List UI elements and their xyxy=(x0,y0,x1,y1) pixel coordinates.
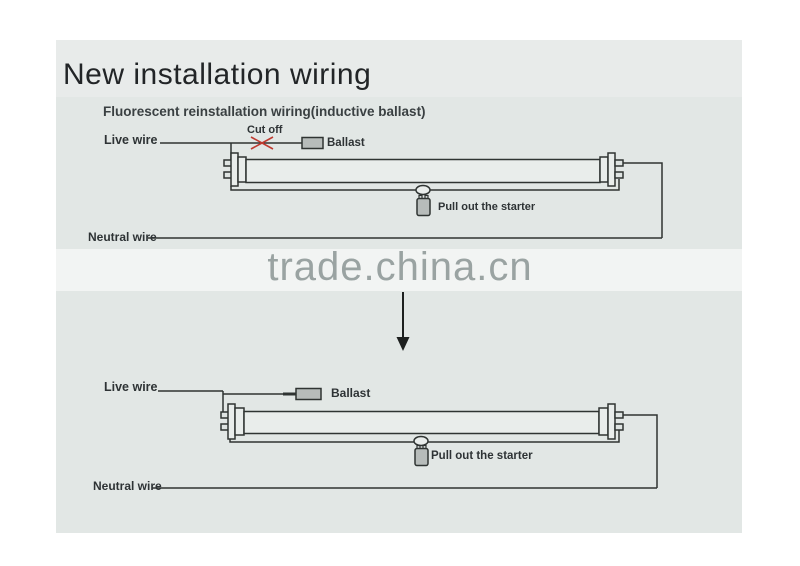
tube-end-cap-left-top xyxy=(230,152,239,187)
bottom-live-wire-label: Live wire xyxy=(104,380,158,394)
top-ballast-label: Ballast xyxy=(327,137,365,149)
top-ballast-box xyxy=(301,136,324,150)
diagram-subtitle: Fluorescent reinstallation wiring(induct… xyxy=(103,104,426,119)
arrow-down-icon xyxy=(396,292,410,351)
top-return-wire xyxy=(623,162,663,238)
bottom-right-pin-upper xyxy=(614,411,624,419)
cut-mark-icon xyxy=(250,136,274,150)
tube-end-cap-right-bottom-body xyxy=(598,407,609,436)
page-title: New installation wiring xyxy=(63,58,372,91)
tube-end-cap-right-top xyxy=(607,152,616,187)
bottom-return-wire xyxy=(623,414,658,488)
bottom-right-pin-lower xyxy=(614,423,624,431)
tube-end-cap-right-bottom xyxy=(607,403,616,440)
fluorescent-tube-bottom xyxy=(243,410,600,435)
watermark-text: trade.china.cn xyxy=(267,245,533,289)
diagram-top-group xyxy=(148,136,663,239)
bottom-starter-label: Pull out the starter xyxy=(431,450,533,462)
bottom-ballast-label: Ballast xyxy=(331,386,371,400)
top-right-pin-upper xyxy=(614,159,624,167)
top-starter-label: Pull out the starter xyxy=(438,201,536,213)
top-starter-socket xyxy=(415,184,431,196)
tube-end-cap-left-bottom-body xyxy=(234,407,245,436)
top-right-pin-lower xyxy=(614,171,624,179)
bottom-starter-can xyxy=(414,447,429,467)
diagram-bottom-group xyxy=(152,387,658,489)
bottom-neutral-wire-label: Neutral wire xyxy=(93,479,162,493)
tube-end-cap-right-top-body xyxy=(599,156,609,183)
tube-end-cap-left-top-body xyxy=(237,156,247,183)
bottom-ballast-box xyxy=(295,387,322,401)
title-strip xyxy=(56,40,742,97)
watermark-band xyxy=(0,249,800,291)
tube-end-cap-left-bottom xyxy=(227,403,236,440)
bottom-starter-socket xyxy=(413,435,429,447)
top-live-wire-label: Live wire xyxy=(104,133,158,147)
fluorescent-tube-top xyxy=(245,158,601,184)
top-starter-can xyxy=(416,197,431,217)
top-cut-off-label: Cut off xyxy=(247,124,283,136)
top-neutral-wire-label: Neutral wire xyxy=(88,230,157,244)
